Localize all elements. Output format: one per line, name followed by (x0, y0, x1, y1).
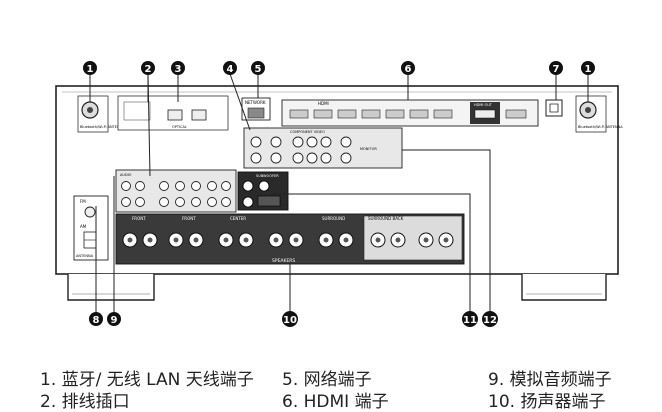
hdmi-strip: HDMI HDMI OUT (281, 99, 539, 127)
speakers-label: SPEAKERS (272, 258, 295, 264)
svg-text:9: 9 (111, 315, 118, 326)
callout-7: 7 (549, 61, 563, 75)
svg-text:3: 3 (175, 64, 182, 75)
front-label-b: FRONT (182, 216, 196, 221)
bt-antenna-label-left: Bluetooth/Wi-Fi ANTENNA (80, 125, 125, 129)
center-label: CENTER (230, 216, 246, 221)
callout-10: 10 (282, 311, 298, 327)
bt-antenna-label-right: Bluetooth/Wi-Fi ANTENNA (578, 125, 623, 129)
legend-item-9: 9. 模拟音频端子 (488, 370, 612, 390)
callout-9: 9 (107, 312, 121, 326)
legend-item-1: 1. 蓝牙/ 无线 LAN 天线端子 (40, 370, 254, 390)
component-video-block: COMPONENT VIDEO MONITOR (243, 127, 403, 169)
callout-6: 6 (401, 61, 415, 75)
callout-5: 5 (251, 61, 265, 75)
left-bt-antenna-terminal: Bluetooth/Wi-Fi ANTENNA (77, 95, 125, 133)
subwoofer-block: SUBWOOFER (237, 171, 289, 211)
fm-am-antenna-block: FM AM ANTENNA (73, 195, 109, 261)
callout-4: 4 (223, 61, 237, 75)
surround-label: SURROUND (322, 216, 345, 221)
speaker-terminals: FRONT FRONT CENTER SURROUND SURROUND BAC… (115, 213, 465, 265)
legend-item-2: 2. 排线插口 (40, 392, 130, 412)
right-bt-antenna-terminal: Bluetooth/Wi-Fi ANTENNA (575, 95, 623, 133)
svg-text:1: 1 (585, 64, 592, 75)
svg-text:1: 1 (87, 64, 94, 75)
left-foot (67, 274, 155, 301)
legend-item-6: 6. HDMI 端子 (282, 392, 389, 412)
callout-3: 3 (171, 61, 185, 75)
am-label: AM (80, 224, 87, 229)
hdmi-out-label: HDMI OUT (474, 103, 493, 107)
svg-text:7: 7 (553, 64, 560, 75)
surround-back-label: SURROUND BACK (368, 216, 404, 221)
network-label: NETWORK (245, 100, 266, 105)
dc-socket (545, 99, 563, 117)
front-label-a: FRONT (132, 216, 146, 221)
callout-2: 2 (141, 61, 155, 75)
svg-text:11: 11 (463, 315, 477, 326)
svg-text:8: 8 (93, 315, 100, 326)
svg-text:5: 5 (255, 64, 262, 75)
callouts: 1 2 3 4 5 6 7 1 8 9 10 11 12 (83, 61, 595, 327)
svg-text:10: 10 (283, 315, 297, 326)
fm-label: FM (80, 199, 86, 204)
callout-12: 12 (482, 311, 498, 327)
right-foot (521, 274, 607, 301)
subwoofer-label: SUBWOOFER (256, 174, 279, 178)
network-port: NETWORK (241, 97, 271, 121)
leader-lines (89, 73, 589, 312)
receiver-rear-panel-diagram: Bluetooth/Wi-Fi ANTENNA OPTICAL NETWORK … (55, 61, 623, 327)
svg-text:4: 4 (227, 64, 234, 75)
analog-audio-block: AUDIO (115, 169, 237, 213)
callout-8: 8 (89, 312, 103, 326)
svg-text:2: 2 (145, 64, 152, 75)
svg-text:12: 12 (483, 315, 497, 326)
legend-item-10: 10. 扬声器端子 (488, 392, 606, 412)
audio-label: AUDIO (120, 173, 132, 177)
hdmi-label: HDMI (318, 101, 329, 106)
antenna-label: ANTENNA (76, 254, 94, 258)
component-label: COMPONENT VIDEO (290, 130, 325, 134)
monitor-label: MONITOR (360, 147, 377, 151)
optical-label: OPTICAL (172, 125, 187, 129)
callout-1-left: 1 (83, 61, 97, 75)
callout-1-right: 1 (581, 61, 595, 75)
legend-item-5: 5. 网络端子 (282, 370, 372, 390)
callout-11: 11 (462, 311, 478, 327)
svg-text:6: 6 (405, 64, 412, 75)
